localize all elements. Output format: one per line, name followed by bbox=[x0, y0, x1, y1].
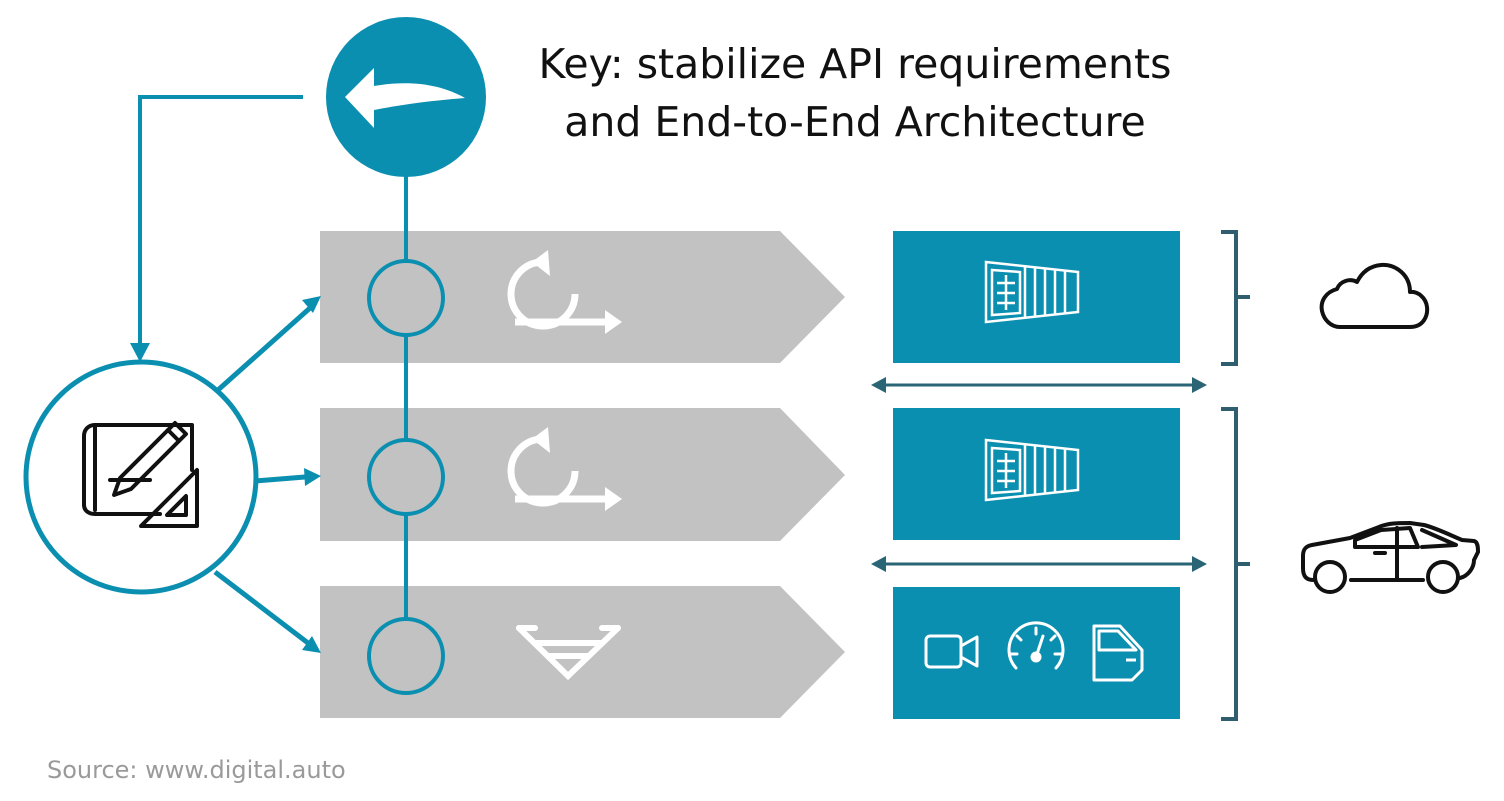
container-icon-2 bbox=[984, 438, 1080, 502]
process-band-1 bbox=[320, 231, 845, 363]
feedback-arrowhead bbox=[130, 343, 150, 362]
back-circle bbox=[326, 17, 486, 177]
title-line-2: and End-to-End Architecture bbox=[564, 98, 1146, 146]
timeline-node-3 bbox=[367, 617, 445, 695]
cloud-icon bbox=[1319, 262, 1430, 329]
timeline-node-1 bbox=[367, 259, 445, 337]
container-icon-1 bbox=[984, 260, 1080, 324]
container-box-2 bbox=[893, 408, 1180, 540]
title-line-1: Key: stabilize API requirements bbox=[538, 40, 1172, 88]
container-box-1 bbox=[893, 231, 1180, 363]
v-model-icon bbox=[516, 625, 621, 681]
vehicle-bracket bbox=[1221, 407, 1250, 721]
back-arrow-icon bbox=[345, 68, 465, 128]
speedometer-icon bbox=[1007, 621, 1065, 670]
cloud-bracket bbox=[1221, 230, 1250, 366]
process-band-3 bbox=[320, 586, 845, 718]
iteration-cycle-icon-1 bbox=[507, 250, 622, 334]
bidirectional-arrow-1 bbox=[871, 377, 1207, 393]
feedback-connector bbox=[138, 95, 303, 345]
camera-icon bbox=[924, 634, 979, 669]
timeline-node-2 bbox=[367, 438, 445, 516]
source-note: Source: www.digital.auto bbox=[47, 756, 346, 784]
process-band-2 bbox=[320, 408, 845, 541]
blueprint-pencil-ruler-icon bbox=[82, 421, 199, 528]
iteration-cycle-icon-2 bbox=[507, 427, 622, 511]
bidirectional-arrow-2 bbox=[871, 556, 1207, 572]
design-circle bbox=[23, 296, 321, 653]
car-icon bbox=[1301, 521, 1480, 594]
car-door-icon bbox=[1092, 624, 1144, 682]
